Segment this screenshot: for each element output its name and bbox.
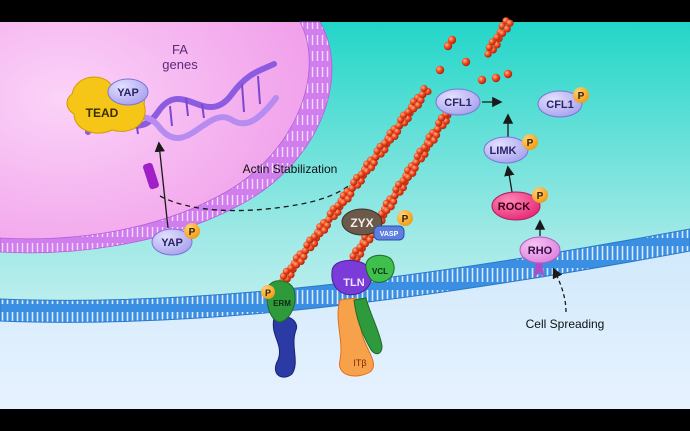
actin-filament-left-bead — [300, 253, 308, 261]
tead-yap-complex: TEAD YAP — [66, 76, 149, 134]
actin-filament-left-bead — [348, 184, 356, 192]
erm-receptor — [272, 315, 298, 378]
vinculin-label: VCL — [372, 267, 388, 276]
zyxin-protein — [341, 208, 383, 236]
fa-genes-label-line1: FA — [172, 42, 188, 57]
g-actin-monomer — [461, 57, 471, 67]
actin-filament-top-bead — [488, 38, 496, 46]
vasp-phospho-badge — [397, 210, 413, 226]
actin-filament-left-bead — [395, 122, 403, 130]
rock-label: ROCK — [498, 201, 530, 213]
zyxin-label: ZYX — [350, 216, 373, 230]
actin-filament-right-bead — [391, 191, 399, 199]
cfl1-label: CFL1 — [444, 97, 472, 109]
actin-filament-left-bead — [301, 247, 309, 255]
g-actin-monomer — [435, 65, 445, 75]
letterbox-top — [0, 0, 690, 22]
g-actin-monomer — [447, 35, 457, 45]
actin-filament-left-bead — [420, 84, 428, 93]
integrin-beta-label: ITβ — [353, 358, 366, 368]
erm-phospho-label: P — [265, 288, 271, 298]
actin-filament-top-bead — [484, 50, 492, 58]
yap-nuclear-label: YAP — [117, 87, 139, 99]
yap-cytoplasmic — [151, 228, 193, 256]
g-actin-monomer — [491, 73, 501, 83]
limk-phospho-label: P — [527, 138, 534, 149]
limk-node: LIMK P — [483, 134, 538, 164]
actin-filament-left-bead — [372, 153, 380, 161]
integrin-alpha — [353, 297, 383, 355]
actin-filament-top-bead — [503, 25, 511, 33]
cell-spreading-arrow — [552, 267, 567, 313]
erm-complex: ERM P — [261, 280, 298, 378]
vasp-label: VASP — [380, 231, 399, 238]
rock-node: ROCK P — [491, 187, 548, 221]
erm-label: ERM — [273, 299, 291, 308]
actin-filament-left-bead — [370, 159, 378, 167]
yap-phospho-label: P — [189, 227, 196, 238]
actin-filament-right-bead — [412, 158, 420, 166]
yap-phospho-badge — [184, 223, 200, 239]
actin-filament-top-bead — [498, 29, 507, 37]
actin-stabilization-label: Actin Stabilization — [243, 162, 338, 176]
limk-label: LIMK — [490, 145, 517, 157]
actin-filament-left-bead — [347, 190, 355, 198]
rho-label: RHO — [528, 245, 553, 257]
actin-filament-left-bead — [418, 90, 426, 98]
actin-filament-top-bead — [493, 33, 501, 41]
cell-spreading-label: Cell Spreading — [526, 317, 605, 331]
actin-filament-left-bead — [417, 96, 425, 104]
vasp-phospho-label: P — [402, 214, 409, 225]
actin-filament-left-bead — [394, 127, 402, 136]
nucleus — [0, 22, 312, 241]
actin-filament-right-bead — [433, 131, 441, 139]
g-actin-monomer — [477, 75, 487, 85]
g-actin-monomer — [503, 69, 513, 79]
cfl1-phospho-node-label: CFL1 — [546, 99, 574, 111]
letterbox-bottom — [0, 409, 690, 431]
actin-filament-right-bead — [434, 125, 442, 133]
focal-adhesion-complex: ITβ TLN VCL ZYX VASP P — [331, 208, 413, 377]
rho-node: RHO — [519, 236, 561, 278]
yap-import-arrow — [154, 141, 169, 229]
actin-filament-left-bead — [325, 215, 333, 223]
cfl1-phospho-node: CFL1 P — [537, 87, 589, 118]
plasma-membrane — [0, 228, 690, 323]
actin-filament-top-bead — [506, 19, 514, 27]
yap-nuclear — [107, 78, 149, 106]
actin-filament-top-bead — [485, 43, 493, 52]
actin-stabilization-connector — [159, 169, 365, 212]
vasp-protein — [373, 225, 405, 241]
rock-phospho-badge — [532, 187, 548, 203]
limk-phospho-badge — [522, 134, 538, 150]
nuclear-membrane — [0, 21, 333, 254]
vinculin-protein — [365, 254, 395, 283]
actin-filament-left-bead — [323, 221, 331, 229]
rock-to-limk-arrow — [504, 165, 515, 193]
tead-label: TEAD — [86, 106, 119, 120]
g-actin-monomer — [443, 41, 453, 51]
actin-filament-right-bead — [390, 197, 398, 206]
yap-cytoplasmic-label: YAP — [161, 237, 183, 249]
cfl1-node: CFL1 — [435, 88, 481, 116]
erm-phospho-badge — [261, 285, 275, 299]
rock-phospho-label: P — [537, 191, 544, 202]
cfl1-phospho-badge-label: P — [578, 91, 585, 102]
actin-filament-right-bead — [411, 164, 419, 172]
fa-genes-label-line2: genes — [162, 57, 198, 72]
talin-label: TLN — [343, 277, 364, 289]
cfl1-phospho-badge — [573, 87, 589, 103]
nuclear-pore — [143, 162, 159, 190]
